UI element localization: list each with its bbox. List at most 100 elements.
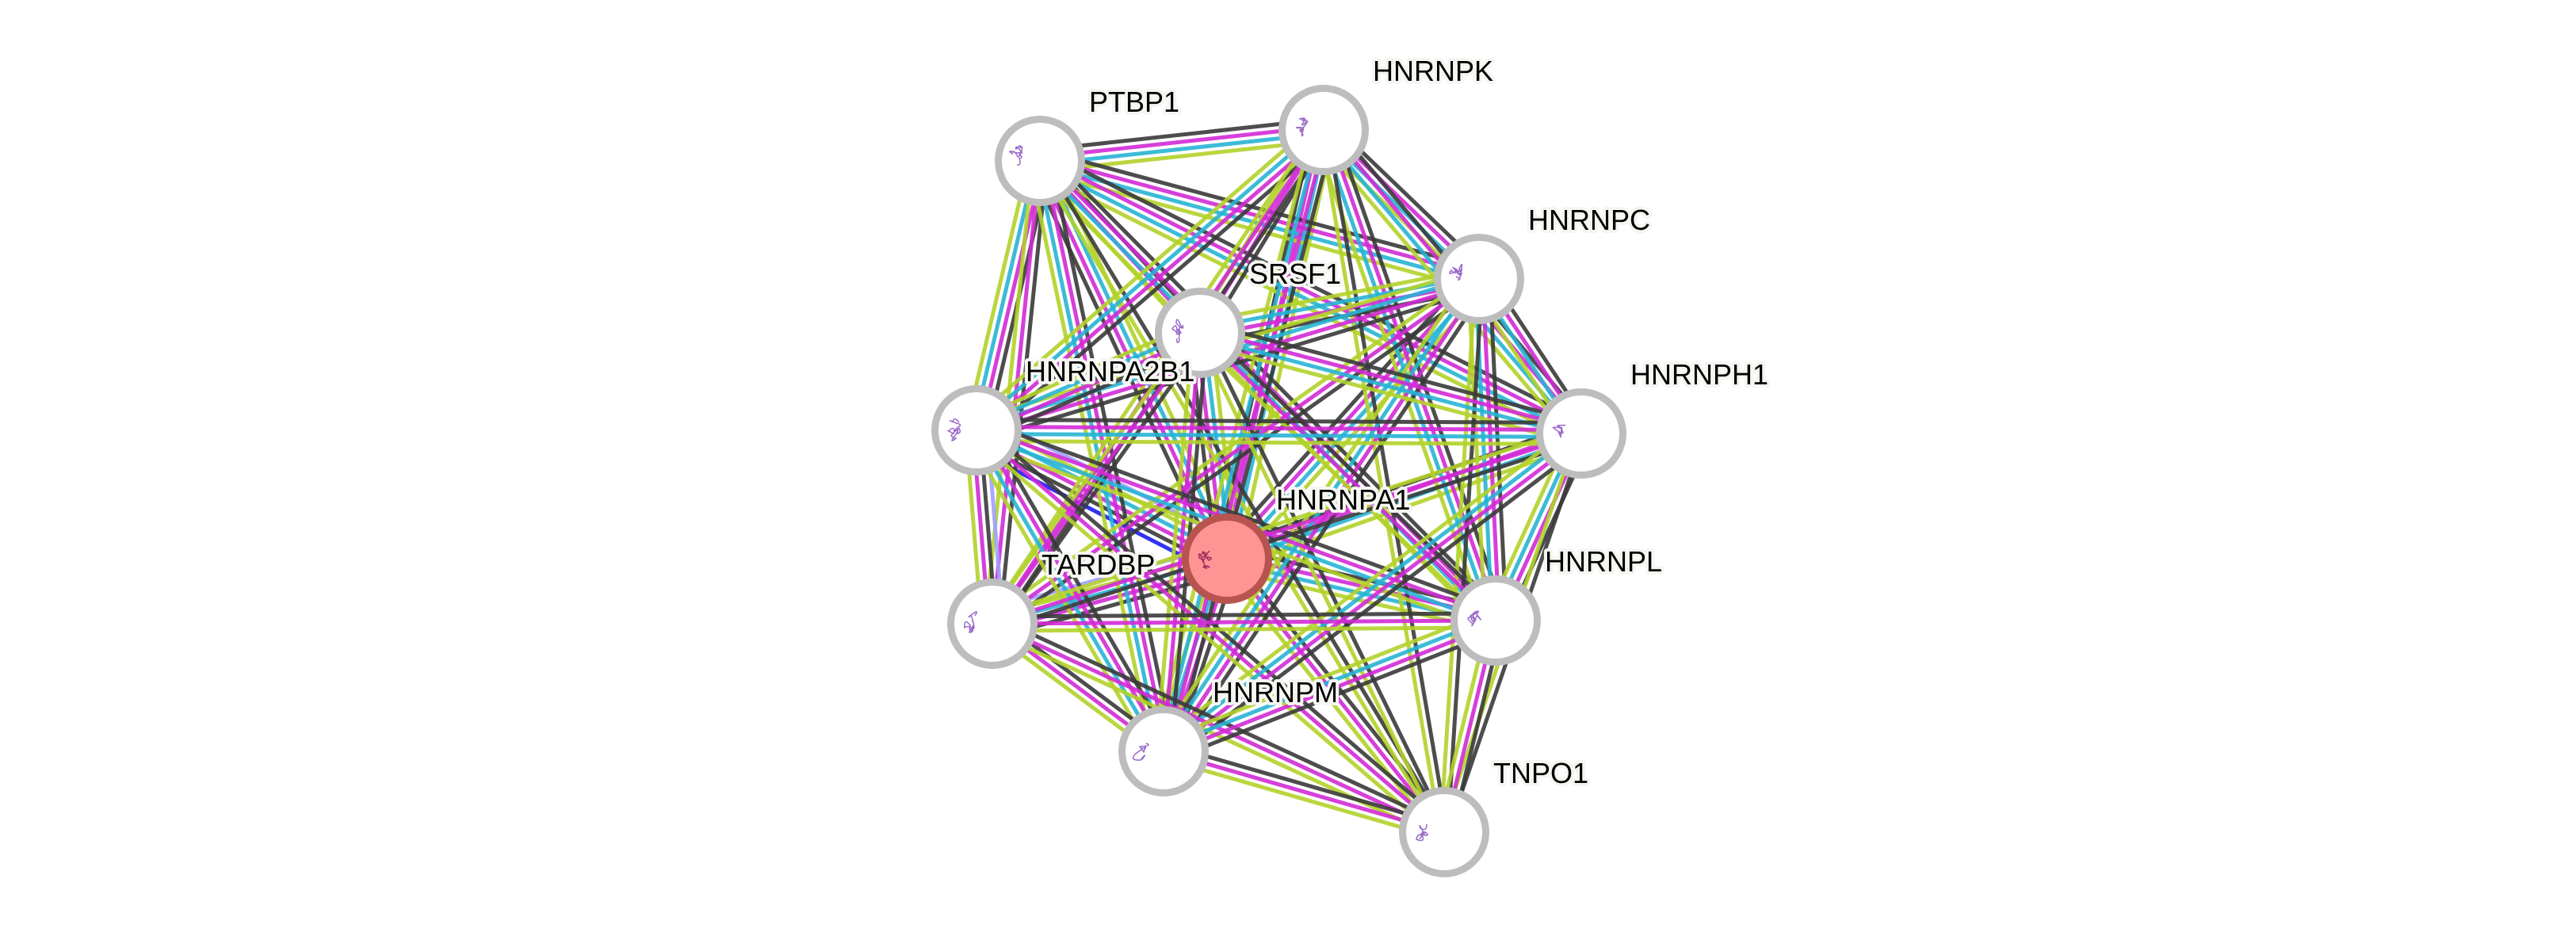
node-label: HNRNPL — [1545, 545, 1662, 578]
edge-line-m — [1164, 621, 1498, 757]
edge-line-y — [1193, 336, 1492, 628]
protein-structure-icon — [1416, 823, 1428, 842]
edge-line-y — [1233, 285, 1489, 567]
edge-line-k — [1038, 117, 1323, 153]
protein-structure-icon — [964, 611, 977, 633]
edge-SRSF1-TNPO1[interactable] — [1194, 330, 1450, 835]
node-hnrnpa1[interactable]: HNRNPA1 — [1182, 480, 1413, 604]
edge-line-y — [1041, 138, 1325, 174]
node-tardbp[interactable]: TARDBP — [947, 545, 1158, 669]
node-hnrnpm[interactable]: HNRNPM — [1118, 673, 1341, 796]
node-ptbp1[interactable]: PTBP1 — [995, 82, 1183, 206]
edge-line-m — [1040, 155, 1584, 433]
edge-SRSF1-HNRNPL[interactable] — [1193, 326, 1503, 628]
edge-line-k — [1202, 320, 1585, 426]
edge-line-y — [992, 625, 1496, 633]
node-circle — [954, 586, 1030, 662]
edge-TARDBP-HNRNPL[interactable] — [992, 611, 1496, 633]
protein-structure-icon — [947, 418, 961, 441]
node-tnpo1[interactable]: TNPO1 — [1399, 754, 1592, 877]
node-label: HNRNPK — [1373, 55, 1493, 87]
node-circle — [1406, 794, 1482, 870]
node-label: TNPO1 — [1493, 757, 1588, 789]
edge-line-y — [976, 438, 1581, 446]
node-srsf1[interactable]: SRSF1 — [1155, 254, 1344, 378]
node-label: SRSF1 — [1249, 258, 1341, 290]
protein-structure-icon — [1198, 550, 1212, 570]
edge-line-k — [1167, 628, 1500, 763]
edges-layer — [964, 117, 1593, 842]
edge-line-k — [993, 438, 1584, 632]
node-label: HNRNPA1 — [1276, 483, 1410, 516]
protein-structure-icon — [1467, 610, 1481, 627]
edge-line-c — [971, 159, 1039, 430]
edge-line-k — [996, 335, 1208, 629]
edge-line-k — [1164, 742, 1447, 827]
edge-line-m — [977, 425, 1582, 433]
edge-PTBP1-HNRNPK[interactable] — [1038, 117, 1325, 174]
edge-line-y — [970, 433, 1441, 839]
edge-line-k — [994, 615, 1448, 828]
node-circle — [1543, 395, 1619, 472]
edge-line-m — [977, 161, 1045, 432]
edge-line-c — [1040, 131, 1324, 166]
edge-line-m — [992, 618, 1496, 626]
node-label: HNRNPM — [1213, 676, 1338, 708]
edge-line-c — [973, 125, 1323, 430]
edge-line-y — [1197, 266, 1477, 325]
edge-line-y — [1154, 332, 1195, 751]
node-circle — [1286, 92, 1362, 168]
edge-line-k — [1168, 440, 1589, 762]
node-circle — [938, 392, 1015, 468]
edge-line-y — [1152, 272, 1472, 747]
edge-HNRNPL-HNRNPM[interactable] — [1159, 609, 1500, 763]
node-circle — [1458, 582, 1534, 659]
edge-line-c — [1198, 334, 1581, 439]
edge-line-c — [1198, 273, 1479, 332]
node-hnrnpa2b1[interactable]: HNRNPA2B1 — [931, 352, 1198, 476]
node-label: PTBP1 — [1089, 86, 1179, 118]
node-circle — [1162, 295, 1238, 371]
edge-line-c — [1034, 161, 1163, 753]
edge-HNRNPK-TNPO1[interactable] — [1318, 128, 1450, 834]
edge-line-y — [964, 158, 1032, 429]
edge-line-k — [1445, 279, 1485, 833]
edge-line-m — [1039, 124, 1324, 160]
node-hnrnph1[interactable]: HNRNPH1 — [1536, 355, 1771, 479]
edge-line-y — [1196, 341, 1580, 446]
edge-HNRNPC-TNPO1[interactable] — [1439, 278, 1485, 833]
node-circle — [1002, 123, 1078, 199]
edge-HNRNPA2B1-HNRNPH1[interactable] — [976, 418, 1582, 446]
node-circle — [1189, 521, 1265, 597]
edge-HNRNPM-TNPO1[interactable] — [1160, 742, 1447, 842]
edge-line-k — [992, 611, 1496, 619]
protein-structure-icon — [1132, 743, 1149, 761]
edge-line-y — [989, 425, 1580, 619]
protein-structure-icon — [1552, 424, 1566, 438]
edge-HNRNPH1-HNRNPM[interactable] — [1156, 423, 1589, 762]
edge-line-m — [1200, 327, 1583, 433]
edge-line-c — [1159, 276, 1478, 750]
edge-line-k — [1203, 326, 1503, 617]
edge-line-y — [1219, 562, 1440, 838]
node-circle — [1126, 713, 1202, 789]
edge-SRSF1-HNRNPH1[interactable] — [1196, 320, 1585, 446]
protein-structure-icon — [1009, 145, 1023, 166]
edge-line-m — [992, 431, 1582, 626]
node-hnrnpl[interactable]: HNRNPL — [1450, 542, 1665, 666]
edge-line-y — [1318, 130, 1443, 834]
edge-line-y — [983, 159, 1035, 624]
edge-HNRNPH1-TARDBP[interactable] — [989, 425, 1584, 632]
edge-line-k — [995, 283, 1485, 632]
node-hnrnpc[interactable]: HNRNPC — [1434, 201, 1653, 324]
protein-structure-icon — [1295, 116, 1309, 137]
edge-line-y — [968, 120, 1318, 424]
edge-line-y — [987, 271, 1477, 620]
protein-structure-icon — [1449, 264, 1463, 281]
node-hnrnpk[interactable]: HNRNPK — [1278, 52, 1496, 175]
edge-HNRNPC-TARDBP[interactable] — [987, 271, 1485, 632]
edge-line-y — [965, 434, 1156, 758]
edge-line-m — [977, 131, 1328, 435]
edge-line-y — [1160, 756, 1443, 842]
